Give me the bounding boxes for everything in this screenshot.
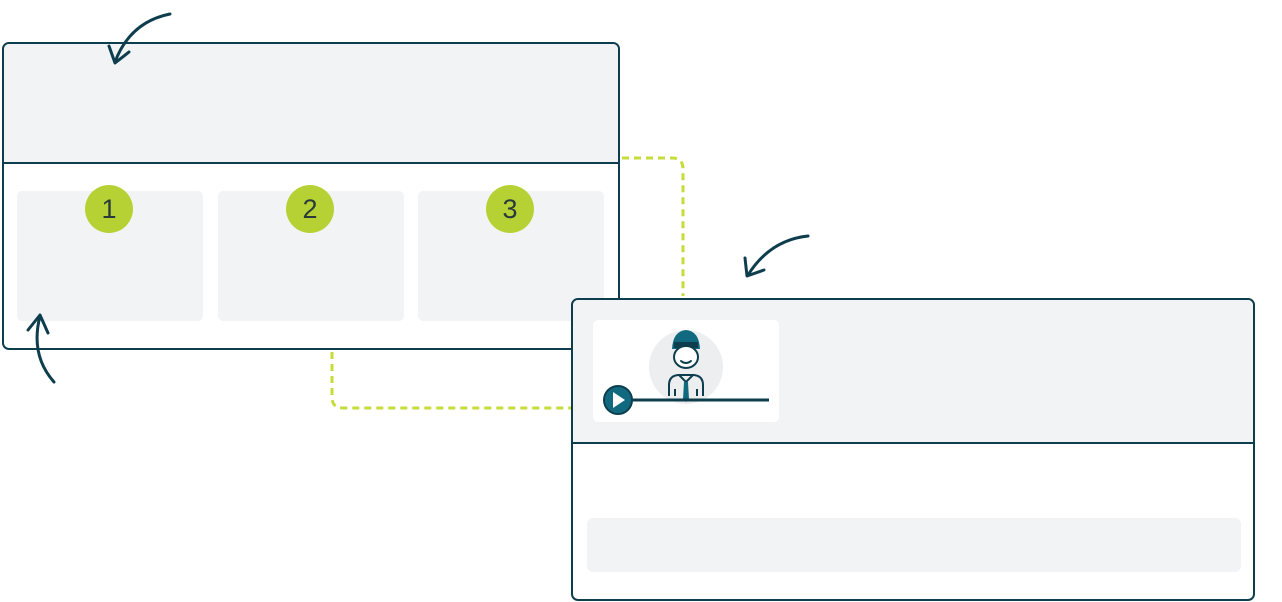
steps-window: 1 2 3 (2, 42, 620, 350)
connector-bottom-left (330, 352, 573, 410)
steps-window-header (4, 44, 618, 164)
step-badge-3: 3 (486, 185, 534, 233)
video-thumbnail[interactable] (593, 320, 779, 422)
video-window (571, 298, 1255, 601)
play-icon[interactable] (603, 385, 633, 415)
text-input-bar[interactable] (587, 518, 1241, 572)
step-badge-2: 2 (286, 185, 334, 233)
presenter-avatar-icon (668, 330, 704, 402)
connector-top-right (622, 156, 685, 296)
step-card-1[interactable]: 1 (17, 185, 203, 321)
step-badge-1: 1 (85, 185, 133, 233)
video-window-header (573, 300, 1253, 444)
step-card-2[interactable]: 2 (218, 185, 404, 321)
